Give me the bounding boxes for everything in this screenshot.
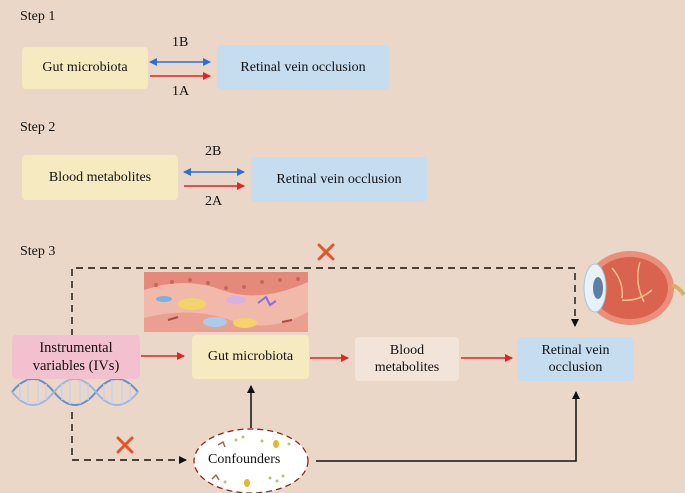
ivs-to-confounders-dashed-arrow — [71, 412, 187, 464]
step1-rvo-box: Retinal vein occlusion — [217, 45, 389, 90]
step2-rvo-box: Retinal vein occlusion — [251, 157, 427, 202]
step3-title: Step 3 — [20, 244, 56, 259]
step1-gut-microbiota-box: Gut microbiota — [22, 47, 148, 89]
step3-gut-microbiota-box: Gut microbiota — [192, 335, 309, 379]
step3-rvo-box: Retinal vein occlusion — [517, 337, 634, 381]
step2-label-2a: 2A — [205, 194, 223, 209]
dna-helix-icon — [11, 378, 139, 406]
cross-mark-top-icon — [317, 243, 335, 261]
ivs-label: Instrumental variables (IVs) — [32, 339, 120, 374]
step1-label-1a: 1A — [172, 84, 190, 99]
intestine-illustration — [144, 272, 308, 332]
confounders-ellipse — [193, 428, 309, 493]
step2-title: Step 2 — [20, 120, 56, 135]
step2-blood-metabolites-box: Blood metabolites — [22, 155, 178, 200]
eye-icon — [583, 251, 685, 325]
confounders-label: Confounders — [208, 452, 281, 467]
instrumental-variables-box: Instrumental variables (IVs) — [12, 335, 140, 379]
step1-title: Step 1 — [20, 9, 56, 24]
cross-mark-bottom-icon — [116, 436, 134, 454]
step2-label-2b: 2B — [205, 144, 222, 159]
step1-label-1b: 1B — [172, 35, 189, 50]
confounders-to-rvo-arrow — [316, 391, 580, 462]
step3-blood-metabolites-box: Blood metabolites — [355, 337, 459, 381]
ivs-to-rvo-dashed-arrow — [71, 267, 579, 336]
